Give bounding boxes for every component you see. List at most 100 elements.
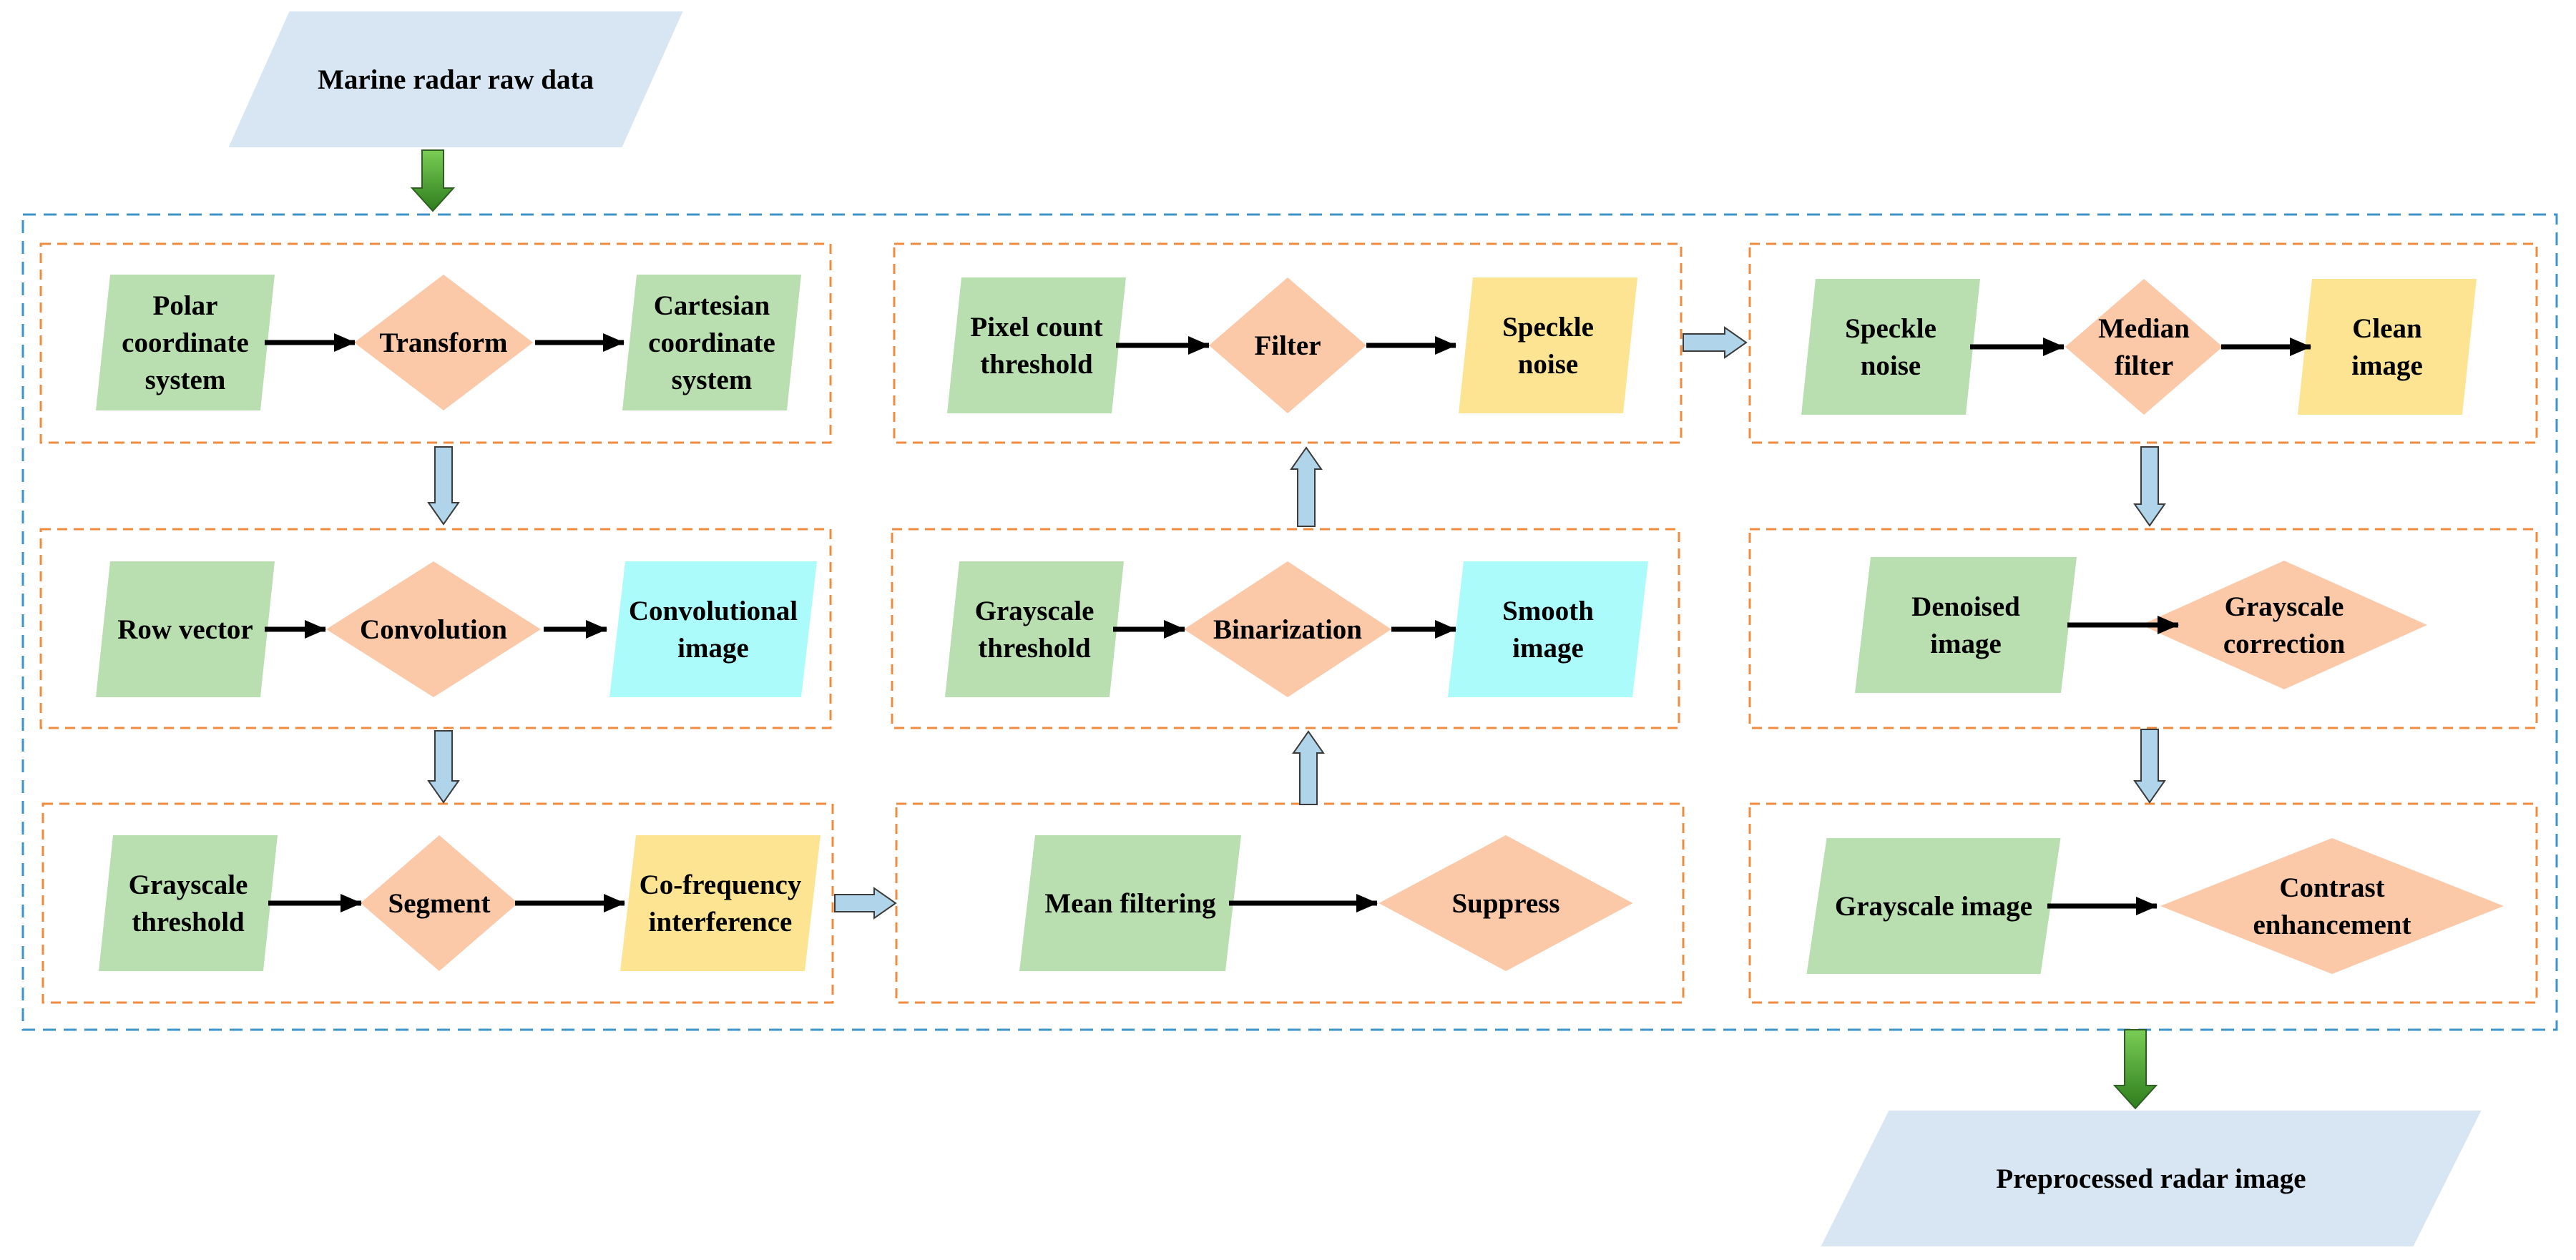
panel-med-input-shape bbox=[1801, 279, 1980, 415]
panel-contrast-operation-shape bbox=[2160, 838, 2504, 974]
panel-conv-operation-label-line: Convolution bbox=[360, 614, 507, 645]
panel-contrast-input-shape bbox=[1806, 838, 2061, 974]
panel-med-operation-label: Median filter bbox=[2098, 313, 2190, 381]
panel-coord-output-label-line: coordinate bbox=[648, 328, 775, 358]
panel-seg-operation-shape bbox=[361, 835, 518, 971]
block-arrow-med-to-gcorr bbox=[2133, 446, 2166, 527]
panel-pix-input-shape bbox=[947, 277, 1126, 413]
panel-gcorr-operation-shape bbox=[2141, 561, 2427, 689]
panel-conv-input-label-line: Row vector bbox=[117, 614, 253, 645]
panel-conv-border bbox=[39, 528, 832, 729]
panel-med-output-label: Clean image bbox=[2351, 313, 2423, 381]
panel-mean-input-label-line: Mean filtering bbox=[1044, 888, 1216, 919]
panel-contrast-operation-label: Contrast enhancement bbox=[2253, 872, 2411, 940]
panel-seg-output-label: Co-frequency interference bbox=[640, 870, 802, 937]
panel-conv-output-label-line: image bbox=[677, 633, 749, 664]
panel-bin-output-label-line: Smooth bbox=[1502, 596, 1594, 626]
panel-med-input-label-line: Speckle bbox=[1845, 313, 1936, 344]
panel-bin-operation-label: Binarization bbox=[1213, 614, 1362, 645]
panel-coord-output-label: Cartesian coordinate system bbox=[648, 290, 775, 395]
panel-coord-input-shape bbox=[96, 275, 275, 410]
panel-seg-output-label-line: interference bbox=[649, 907, 793, 937]
panel-med-output-label-line: image bbox=[2351, 350, 2423, 381]
panel-pix-output-shape bbox=[1459, 277, 1637, 413]
panel-mean-operation-label-line: Suppress bbox=[1451, 888, 1559, 919]
panel-conv-output-shape bbox=[609, 561, 817, 697]
panel-seg-input-label-line: threshold bbox=[132, 907, 245, 937]
green-arrow-out-of-process bbox=[2112, 1029, 2158, 1110]
panel-bin-input-label-line: threshold bbox=[978, 633, 1091, 664]
preprocessed-output-shape bbox=[1821, 1111, 2482, 1246]
panel-coord-output-shape bbox=[622, 275, 801, 410]
panel-coord-operation-label: Transform bbox=[379, 328, 507, 358]
panel-seg-output-label-line: Co-frequency bbox=[640, 870, 802, 900]
panel-seg-input-shape bbox=[99, 835, 278, 971]
panel-bin-input-shape bbox=[945, 561, 1124, 697]
panel-contrast-operation-label-line: enhancement bbox=[2253, 910, 2411, 940]
panel-med-output-shape bbox=[2298, 279, 2477, 415]
panel-pix-input-label-line: threshold bbox=[980, 349, 1093, 380]
panel-bin-operation-shape bbox=[1184, 561, 1391, 697]
panel-contrast-operation-label-line: Contrast bbox=[2279, 872, 2384, 903]
panel-conv-operation-shape bbox=[326, 561, 541, 697]
block-arrow-coord-to-conv bbox=[427, 446, 460, 526]
panel-med-operation-label-line: filter bbox=[2115, 350, 2173, 381]
panel-coord-output-label-line: Cartesian bbox=[654, 290, 770, 321]
raw-data-input-label-line: Marine radar raw data bbox=[318, 64, 594, 95]
panel-pix-input-label-line: Pixel count bbox=[970, 312, 1102, 343]
panel-coord-input-label-line: coordinate bbox=[122, 328, 249, 358]
panel-mean-operation-label: Suppress bbox=[1451, 888, 1559, 919]
panel-coord-output-label-line: system bbox=[672, 365, 753, 395]
panel-conv-output-label-line: Convolutional bbox=[629, 596, 798, 626]
panel-pix-operation-shape bbox=[1209, 277, 1366, 413]
block-arrow-mean-to-bin bbox=[1292, 730, 1325, 805]
panel-mean-input-shape bbox=[1019, 835, 1241, 971]
panel-bin-input-label: Grayscale threshold bbox=[975, 596, 1094, 664]
panel-conv-input-shape bbox=[96, 561, 275, 697]
panel-bin-input-label-line: Grayscale bbox=[975, 596, 1094, 626]
panel-conv-operation-label: Convolution bbox=[360, 614, 507, 645]
panel-gcorr-operation-label: Grayscale correction bbox=[2223, 591, 2346, 659]
green-arrow-into-process bbox=[410, 149, 456, 212]
panel-seg-operation-label: Segment bbox=[388, 888, 491, 919]
panel-pix-operation-label: Filter bbox=[1254, 330, 1321, 361]
panel-contrast-input-label: Grayscale image bbox=[1835, 891, 2032, 922]
block-arrow-bin-to-pix bbox=[1290, 446, 1323, 527]
panel-contrast-input-label-line: Grayscale image bbox=[1835, 891, 2032, 922]
panel-gcorr-operation-label-line: correction bbox=[2223, 629, 2346, 659]
panel-gcorr-input-label-line: image bbox=[1930, 629, 2002, 659]
panel-gcorr-input-shape bbox=[1855, 557, 2077, 693]
preprocessed-output-label-line: Preprocessed radar image bbox=[1996, 1163, 2306, 1194]
panel-conv-input-label: Row vector bbox=[117, 614, 253, 645]
panel-gcorr-operation-label-line: Grayscale bbox=[2225, 591, 2344, 622]
outer-process-border bbox=[21, 213, 2558, 1031]
preprocessed-output-label: Preprocessed radar image bbox=[1996, 1163, 2306, 1194]
panel-pix-operation-label-line: Filter bbox=[1254, 330, 1321, 361]
panel-bin-output-label-line: image bbox=[1512, 633, 1584, 664]
panel-med-output-label-line: Clean bbox=[2352, 313, 2422, 344]
panel-seg-operation-label-line: Segment bbox=[388, 888, 491, 919]
panel-pix-input-label: Pixel count threshold bbox=[970, 312, 1102, 380]
panel-bin-operation-label-line: Binarization bbox=[1213, 614, 1362, 645]
panel-med-input-label: Speckle noise bbox=[1845, 313, 1936, 381]
panel-med-operation-shape bbox=[2065, 279, 2223, 415]
block-arrow-pix-to-med bbox=[1683, 326, 1748, 359]
panel-coord-operation-shape bbox=[354, 275, 533, 410]
panel-conv-output-label: Convolutional image bbox=[629, 596, 798, 664]
panel-bin-output-label: Smooth image bbox=[1502, 596, 1594, 664]
block-arrow-conv-to-seg bbox=[427, 730, 460, 804]
raw-data-input-label: Marine radar raw data bbox=[318, 64, 594, 95]
block-arrow-seg-to-mean bbox=[834, 887, 897, 920]
panel-med-input-label-line: noise bbox=[1861, 350, 1921, 381]
panel-coord-input-label-line: Polar bbox=[153, 290, 218, 321]
panel-pix-output-label-line: noise bbox=[1518, 349, 1579, 380]
panel-mean-input-label: Mean filtering bbox=[1044, 888, 1216, 919]
panel-seg-border bbox=[41, 802, 834, 1004]
panel-med-operation-label-line: Median bbox=[2098, 313, 2190, 344]
panel-mean-operation-shape bbox=[1378, 835, 1633, 971]
